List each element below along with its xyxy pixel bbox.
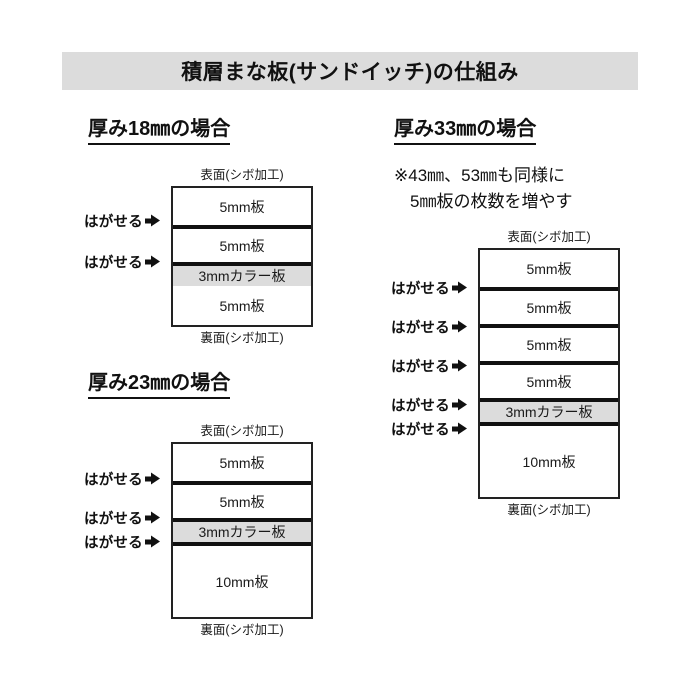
peel-callout-33mm-2: はがせる — [391, 317, 467, 338]
layer-label: 5mm板 — [219, 198, 265, 215]
peel-label: はがせる — [84, 255, 143, 272]
peel-callout-23mm-2: はがせる — [84, 508, 160, 529]
arrow-right-icon — [451, 359, 467, 373]
layer-23mm-3: 10mm板 — [173, 542, 311, 617]
peel-label: はがせる — [391, 320, 450, 337]
layer-label: 5mm板 — [219, 237, 265, 254]
front-face-label-23mm: 表面(シボ加工) — [200, 424, 284, 438]
layer-label: 10mm板 — [215, 573, 269, 590]
peel-label: はがせる — [84, 214, 143, 231]
layer-label: 5mm板 — [526, 336, 572, 353]
layer-18mm-1: 5mm板 — [173, 225, 311, 262]
section-heading-33mm: 厚み33㎜の場合 — [394, 118, 537, 145]
arrow-right-icon — [451, 320, 467, 334]
arrow-right-icon — [451, 422, 467, 436]
arrow-right-icon — [451, 281, 467, 295]
layer-stack-23mm: 5mm板 5mm板 3mmカラー板 10mm板 — [171, 442, 313, 619]
section-23mm: 厚み23㎜の場合 — [88, 372, 231, 399]
layer-label: 5mm板 — [526, 299, 572, 316]
layer-stack-18mm: 5mm板 5mm板 3mmカラー板 5mm板 — [171, 186, 313, 327]
layer-label: 3mmカラー板 — [505, 404, 593, 420]
front-face-label-33mm: 表面(シボ加工) — [507, 230, 591, 244]
layer-18mm-2: 3mmカラー板 — [173, 262, 311, 286]
arrow-right-icon — [144, 214, 160, 228]
peel-label: はがせる — [391, 281, 450, 298]
arrow-right-icon — [451, 398, 467, 412]
layer-label: 10mm板 — [522, 453, 576, 470]
note-line-2: 5㎜板の枚数を増やす — [410, 191, 573, 211]
peel-label: はがせる — [391, 422, 450, 439]
back-face-label-23mm: 裏面(シボ加工) — [200, 623, 284, 637]
section-18mm: 厚み18㎜の場合 — [88, 118, 231, 145]
section-note-33mm: ※43㎜、53㎜も同様に 5㎜板の枚数を増やす — [394, 163, 572, 214]
layer-18mm-0: 5mm板 — [173, 188, 311, 225]
note-line-1: ※43㎜、53㎜も同様に — [394, 166, 566, 185]
peel-callout-18mm-1: はがせる — [84, 211, 160, 232]
layer-label: 5mm板 — [219, 493, 265, 510]
layer-label: 5mm板 — [219, 454, 265, 471]
layer-23mm-0: 5mm板 — [173, 444, 311, 481]
back-face-label-33mm: 裏面(シボ加工) — [507, 503, 591, 517]
peel-label: はがせる — [84, 535, 143, 552]
layer-18mm-3: 5mm板 — [173, 286, 311, 325]
arrow-right-icon — [144, 472, 160, 486]
layer-label: 3mmカラー板 — [198, 524, 286, 540]
stack-23mm: 表面(シボ加工) 5mm板 5mm板 3mmカラー板 10mm板 裏面(シボ加工… — [171, 424, 313, 638]
layer-label: 5mm板 — [219, 297, 265, 314]
front-face-label-18mm: 表面(シボ加工) — [200, 168, 284, 182]
peel-label: はがせる — [391, 398, 450, 415]
layer-23mm-1: 5mm板 — [173, 481, 311, 518]
page-title-banner: 積層まな板(サンドイッチ)の仕組み — [62, 52, 638, 90]
layer-label: 5mm板 — [526, 373, 572, 390]
layer-stack-33mm: 5mm板 5mm板 5mm板 5mm板 3mmカラー板 10mm板 — [478, 248, 620, 499]
layer-label: 3mmカラー板 — [198, 268, 286, 284]
layer-33mm-0: 5mm板 — [480, 250, 618, 287]
peel-label: はがせる — [84, 472, 143, 489]
stack-18mm: 表面(シボ加工) 5mm板 5mm板 3mmカラー板 5mm板 裏面(シボ加工) — [171, 168, 313, 346]
layer-33mm-2: 5mm板 — [480, 324, 618, 361]
peel-callout-33mm-1: はがせる — [391, 278, 467, 299]
layer-33mm-1: 5mm板 — [480, 287, 618, 324]
peel-callout-33mm-5: はがせる — [391, 419, 467, 440]
peel-label: はがせる — [391, 359, 450, 376]
peel-label: はがせる — [84, 511, 143, 528]
arrow-right-icon — [144, 535, 160, 549]
section-heading-18mm: 厚み18㎜の場合 — [88, 118, 231, 145]
stack-33mm: 表面(シボ加工) 5mm板 5mm板 5mm板 5mm板 3mmカラー板 10m… — [478, 230, 620, 518]
peel-callout-18mm-2: はがせる — [84, 252, 160, 273]
layer-33mm-5: 10mm板 — [480, 422, 618, 497]
peel-callout-33mm-3: はがせる — [391, 356, 467, 377]
layer-33mm-4: 3mmカラー板 — [480, 398, 618, 422]
peel-callout-33mm-4: はがせる — [391, 395, 467, 416]
arrow-right-icon — [144, 255, 160, 269]
layer-23mm-2: 3mmカラー板 — [173, 518, 311, 542]
peel-callout-23mm-1: はがせる — [84, 469, 160, 490]
page-title: 積層まな板(サンドイッチ)の仕組み — [181, 61, 519, 84]
section-33mm: 厚み33㎜の場合 ※43㎜、53㎜も同様に 5㎜板の枚数を増やす — [394, 118, 572, 214]
peel-callout-23mm-3: はがせる — [84, 532, 160, 553]
section-heading-23mm: 厚み23㎜の場合 — [88, 372, 231, 399]
layer-label: 5mm板 — [526, 260, 572, 277]
back-face-label-18mm: 裏面(シボ加工) — [200, 331, 284, 345]
arrow-right-icon — [144, 511, 160, 525]
layer-33mm-3: 5mm板 — [480, 361, 618, 398]
